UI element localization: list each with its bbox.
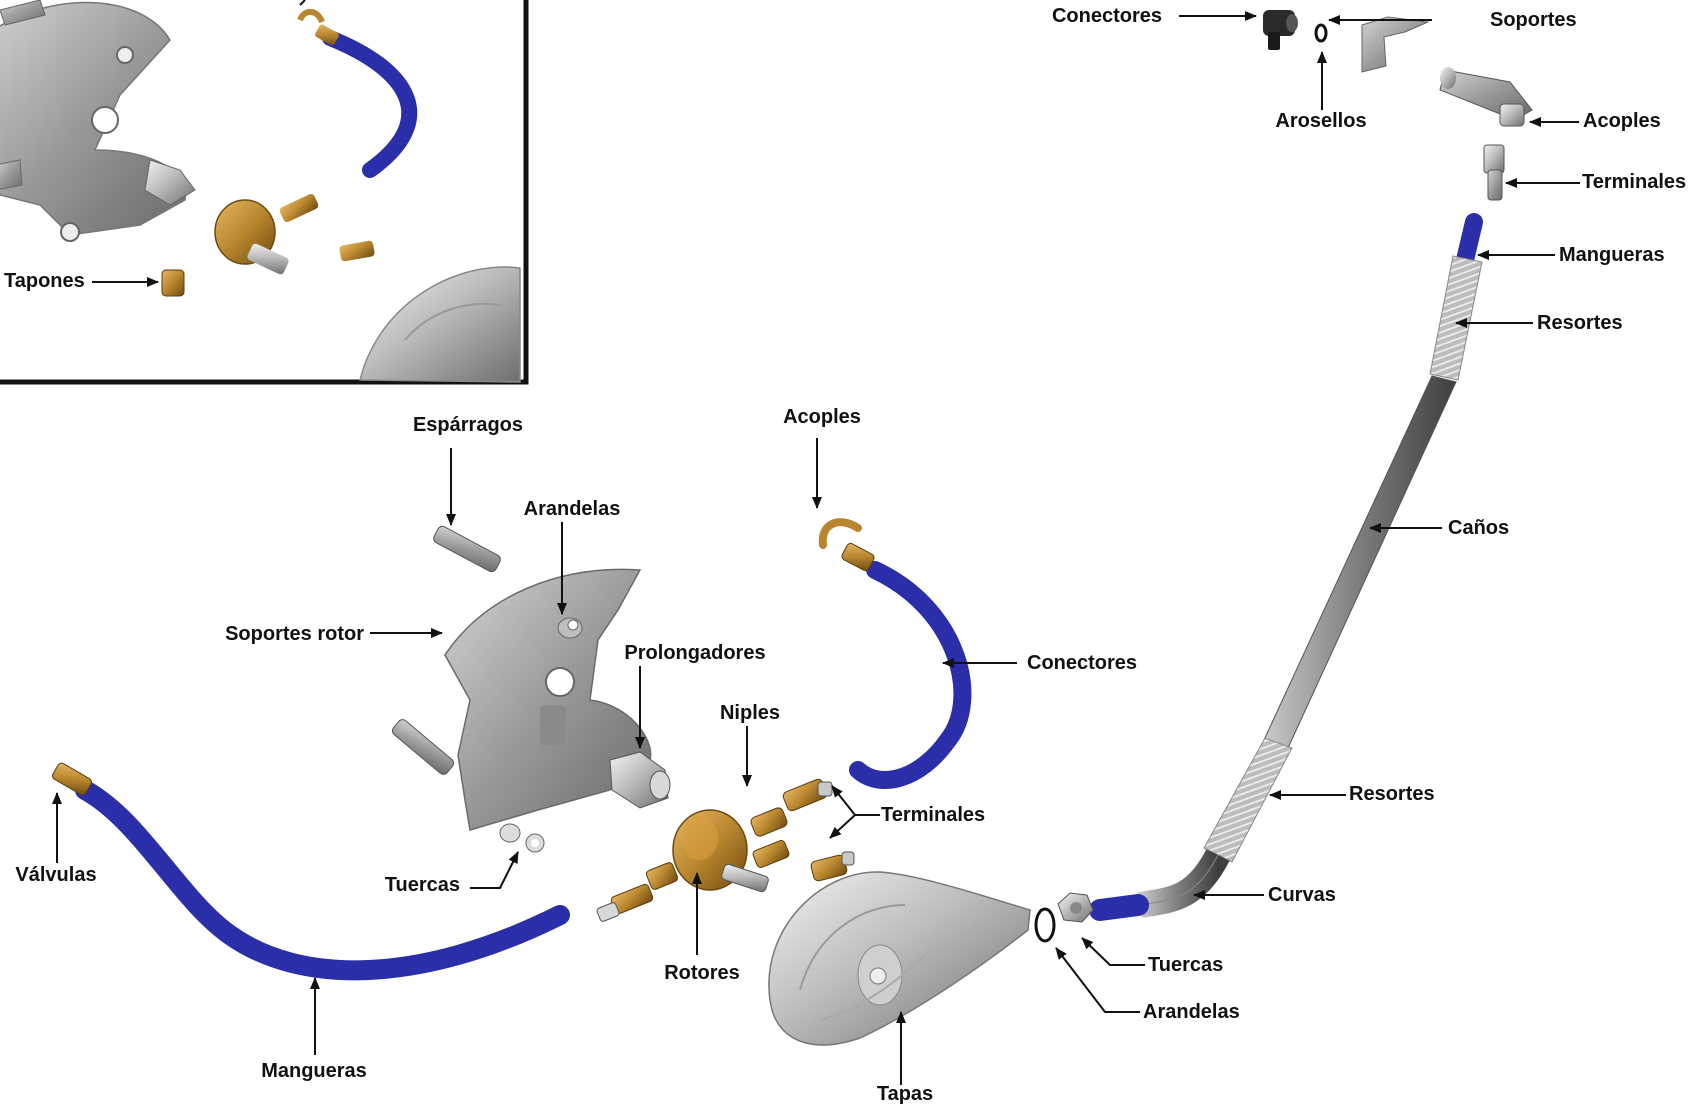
label-rotores: Rotores [664,962,740,984]
nut-and-washer [1034,892,1094,943]
hose-bottom [75,780,570,981]
label-tapones: Tapones [4,270,85,292]
label-terminales-mid: Terminales [881,804,986,826]
label-mangueras-top: Mangueras [1559,244,1665,266]
label-curvas: Curvas [1268,884,1336,906]
cover [768,871,1031,1046]
label-resortes-top: Resortes [1537,312,1623,334]
label-arandelas-mid: Arandelas [523,498,621,520]
detail-inset [0,0,529,385]
inset-plug [161,269,185,297]
label-mangueras-bottom: Mangueras [261,1060,367,1082]
rotor [672,809,790,893]
hose-connector [849,561,972,789]
spring-lower [1203,737,1293,863]
label-esparragos: Espárragos [412,414,524,436]
label-tuercas-mid: Tuercas [384,874,460,896]
tube-bend [1137,848,1230,918]
stud-lower [391,719,455,775]
label-canos: Caños [1448,517,1510,539]
nipple [750,807,788,837]
terminal-top [1483,144,1505,201]
inset-hose [322,30,418,178]
label-valvulas: Válvulas [15,864,97,886]
connector-black [1263,10,1298,50]
hose-top [1456,213,1483,269]
main-parts [52,518,1031,1046]
o-ring [1314,23,1328,43]
label-arandelas-right: Arandelas [1143,1001,1240,1023]
label-acoples-top: Acoples [1583,110,1661,132]
label-tuercas-right: Tuercas [1148,954,1224,976]
hose-stub [1089,894,1149,921]
top-right-parts [1034,10,1533,943]
inset-rotor [214,194,375,275]
label-resortes-bottom: Resortes [1349,783,1435,805]
label-arosellos: Arosellos [1275,110,1367,132]
label-prolongadores: Prolongadores [624,642,766,664]
label-acoples-mid: Acoples [783,406,861,428]
label-conectores-top: Conectores [1051,5,1162,27]
stud-upper [433,525,501,573]
spring-upper [1429,255,1483,381]
leader-lines [52,11,1580,1085]
label-soportes-rotor: Soportes rotor [225,623,364,645]
fitting-left-2 [645,862,679,890]
extender [609,751,671,809]
label-tapas: Tapas [876,1083,934,1105]
coupler-mid [818,518,862,549]
rotor-support-plate [444,568,652,853]
support-bracket [1361,16,1430,73]
valve [52,762,92,796]
inset-cover [359,266,521,383]
coupler-top [1439,67,1533,127]
inset-rotor-support [0,0,196,242]
label-niples: Niples [719,702,781,724]
label-conectores-mid: Conectores [1027,652,1138,674]
label-soportes: Soportes [1490,9,1577,31]
label-terminales-top: Terminales [1582,171,1687,193]
tube [1263,375,1457,749]
